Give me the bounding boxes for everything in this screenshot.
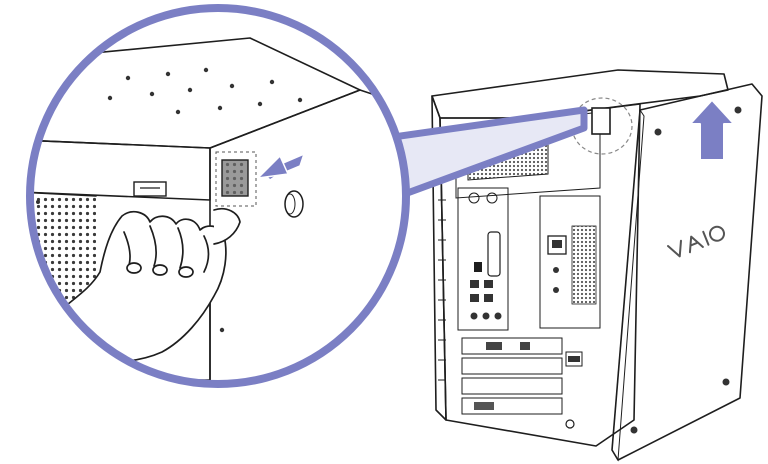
hand-illustration (49, 207, 241, 364)
audio-jack-3 (494, 312, 502, 320)
release-latch (591, 107, 611, 135)
audio-jack-2 (482, 312, 490, 320)
expansion-slots (461, 337, 583, 415)
psu-fan-grille (571, 225, 597, 305)
parallel-port (487, 231, 501, 277)
case-screw (219, 327, 225, 333)
lid-holes (107, 67, 303, 115)
audio-jack-1 (470, 312, 478, 320)
panel-screw-3 (630, 426, 638, 434)
ps2-port-1 (468, 192, 480, 204)
side-panel-edge (611, 108, 645, 462)
usb-port-4 (484, 294, 493, 302)
panel-screw-1 (654, 128, 662, 136)
arrow-up-icon (689, 99, 735, 161)
panel-screw-2 (734, 106, 742, 114)
voltage-selector (553, 287, 559, 293)
side-panel (611, 83, 763, 462)
usb-port-3 (470, 294, 479, 302)
power-switch (553, 267, 559, 273)
panel-screw-4 (722, 378, 730, 386)
usb-port-1 (470, 280, 479, 288)
magnifier-ring (26, 4, 410, 388)
clip-tab (133, 181, 167, 197)
ps2-port-2 (486, 192, 498, 204)
latch-focus-circle (571, 97, 633, 155)
power-supply (539, 195, 601, 329)
vaio-logo (667, 225, 725, 258)
magnifier-callout (26, 4, 410, 388)
usb-port-2 (484, 280, 493, 288)
serial-port (474, 262, 482, 272)
power-socket-pins (552, 240, 562, 248)
latch-outline (215, 151, 257, 207)
lock-slot (565, 419, 575, 429)
io-panel (457, 187, 509, 331)
